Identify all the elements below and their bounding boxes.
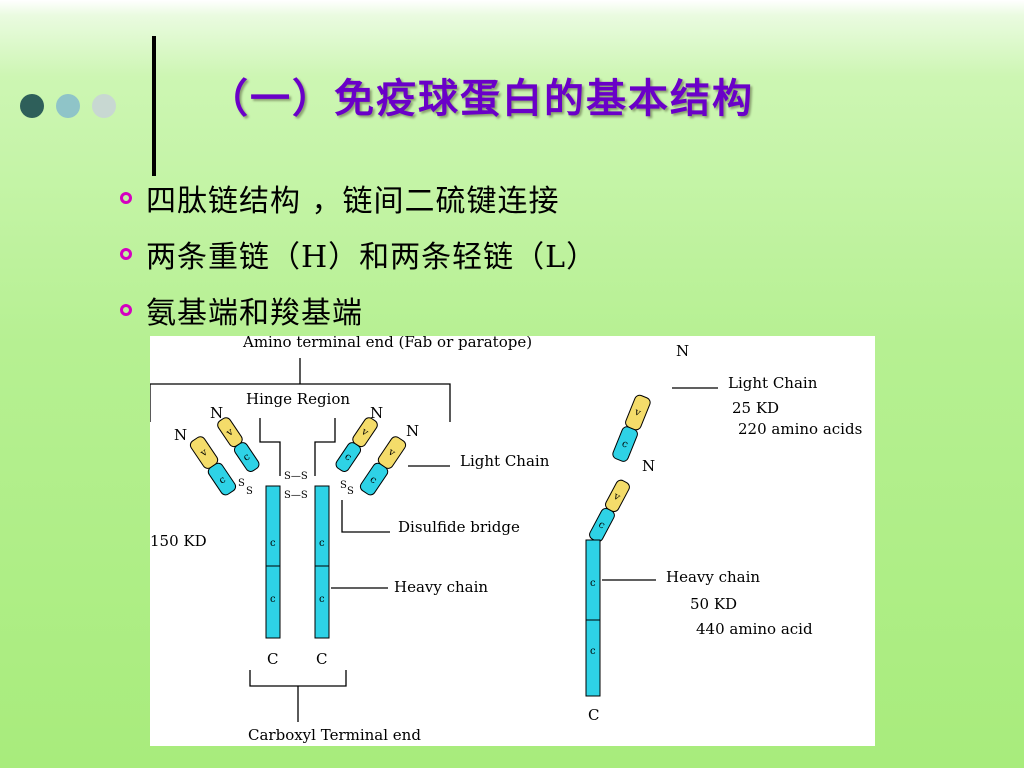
c-label: c xyxy=(319,538,325,549)
c-label: c xyxy=(319,594,325,605)
c-label: c xyxy=(342,451,353,463)
bullet-text: 氨基端和羧基端 xyxy=(146,296,363,331)
heavy-chain-right-c3 xyxy=(314,565,330,639)
bullet-marker xyxy=(120,304,132,316)
isolated-heavy-chain-v xyxy=(605,479,630,513)
isolated-light-chain-title: Light Chain xyxy=(728,374,818,392)
heavy-chain-left-c2 xyxy=(265,485,281,567)
isolated-heavy-chain-fab: v c xyxy=(589,479,630,543)
v-label: v xyxy=(385,446,397,459)
slide-title: （一）免疫球蛋白的基本结构 xyxy=(208,75,754,122)
title-divider xyxy=(152,36,156,176)
bullet-item: 氨基端和羧基端 xyxy=(120,282,597,338)
n-terminal-label: N xyxy=(174,426,187,444)
disulfide-bond-light-heavy-left: S xyxy=(238,478,245,489)
hinge-pointer-left xyxy=(259,418,281,476)
igg-mass-label: 150 KD xyxy=(150,532,207,550)
light-chain-left: v c xyxy=(189,436,237,496)
amino-terminal-label: Amino terminal end (Fab or paratope) xyxy=(242,336,532,351)
n-terminal-label: N xyxy=(370,404,383,422)
v-label: v xyxy=(198,447,210,460)
isolated-light-chain-mass: 25 KD xyxy=(732,399,779,417)
bullet-text: 两条重链（H）和两条轻链（L） xyxy=(146,240,598,275)
bullet-list: 四肽链结构 ，链间二硫键连接 两条重链（H）和两条轻链（L） 氨基端和羧基端 xyxy=(120,170,597,338)
light-chain-right: v c xyxy=(359,436,407,496)
disulfide-label: Disulfide bridge xyxy=(398,518,520,536)
c-label: c xyxy=(590,646,596,657)
light-chain-right-v xyxy=(377,436,407,469)
c-label: c xyxy=(270,538,276,549)
antibody-diagram: Amino terminal end (Fab or paratope) Hin… xyxy=(150,336,875,746)
c-label: c xyxy=(270,594,276,605)
c-label: c xyxy=(368,474,379,486)
c-label: c xyxy=(597,519,607,532)
c-label: c xyxy=(217,474,228,486)
isolated-light-chain-v xyxy=(625,394,651,431)
carboxyl-label: Carboxyl Terminal end xyxy=(248,726,421,744)
isolated-heavy-chain-title: Heavy chain xyxy=(666,568,760,586)
c-terminal-label: C xyxy=(588,706,599,724)
disulfide-bond-heavy-heavy: S—S xyxy=(284,490,308,501)
hinge-label: Hinge Region xyxy=(246,390,350,408)
heavy-chain-label: Heavy chain xyxy=(394,578,488,596)
disulfide-pointer xyxy=(341,500,390,533)
v-label: v xyxy=(632,406,643,419)
isolated-light-chain: v c xyxy=(612,394,651,462)
heavy-chain-right-c2 xyxy=(314,485,330,567)
bullet-marker xyxy=(120,248,132,260)
light-chain-left-v xyxy=(189,436,219,469)
hinge-pointer-right xyxy=(314,418,336,476)
n-terminal-label: N xyxy=(676,342,689,360)
carboxyl-bracket xyxy=(249,670,347,687)
heavy-chain-right-v xyxy=(352,417,378,448)
heavy-chain-left-fab: v c xyxy=(217,417,260,472)
c-terminal-label: C xyxy=(316,650,327,668)
disulfide-bond-heavy-heavy: S—S xyxy=(284,471,308,482)
disulfide-bond-light-heavy-right: S xyxy=(340,480,347,491)
isolated-light-chain-length: 220 amino acids xyxy=(738,420,862,438)
disulfide-bond-light-heavy-left: S xyxy=(246,486,253,497)
isolated-heavy-chain-mass: 50 KD xyxy=(690,595,737,613)
nav-dots xyxy=(20,94,116,118)
heavy-chain-right-fab: v c xyxy=(335,417,378,472)
bullet-text: 四肽链结构 ，链间二硫键连接 xyxy=(146,184,560,219)
v-label: v xyxy=(224,426,236,439)
v-label: v xyxy=(358,426,370,439)
bullet-marker xyxy=(120,192,132,204)
antibody-diagram-svg: Amino terminal end (Fab or paratope) Hin… xyxy=(150,336,862,744)
nav-dot-3 xyxy=(92,94,116,118)
light-chain-label: Light Chain xyxy=(460,452,550,470)
disulfide-bond-light-heavy-right: S xyxy=(347,486,354,497)
v-label: v xyxy=(611,490,622,503)
c-label: c xyxy=(620,438,630,450)
nav-dot-1 xyxy=(20,94,44,118)
bullet-item: 四肽链结构 ，链间二硫键连接 xyxy=(120,170,597,226)
c-label: c xyxy=(590,578,596,589)
heavy-chain-left-c3 xyxy=(265,565,281,639)
c-terminal-label: C xyxy=(267,650,278,668)
n-terminal-label: N xyxy=(210,404,223,422)
n-terminal-label: N xyxy=(642,457,655,475)
n-terminal-label: N xyxy=(406,422,419,440)
c-label: c xyxy=(241,451,252,463)
heavy-chain-left-v xyxy=(217,417,243,448)
isolated-heavy-chain-length: 440 amino acid xyxy=(696,620,813,638)
nav-dot-2 xyxy=(56,94,80,118)
bullet-item: 两条重链（H）和两条轻链（L） xyxy=(120,226,597,282)
isolated-heavy-chain-c3 xyxy=(585,619,601,697)
